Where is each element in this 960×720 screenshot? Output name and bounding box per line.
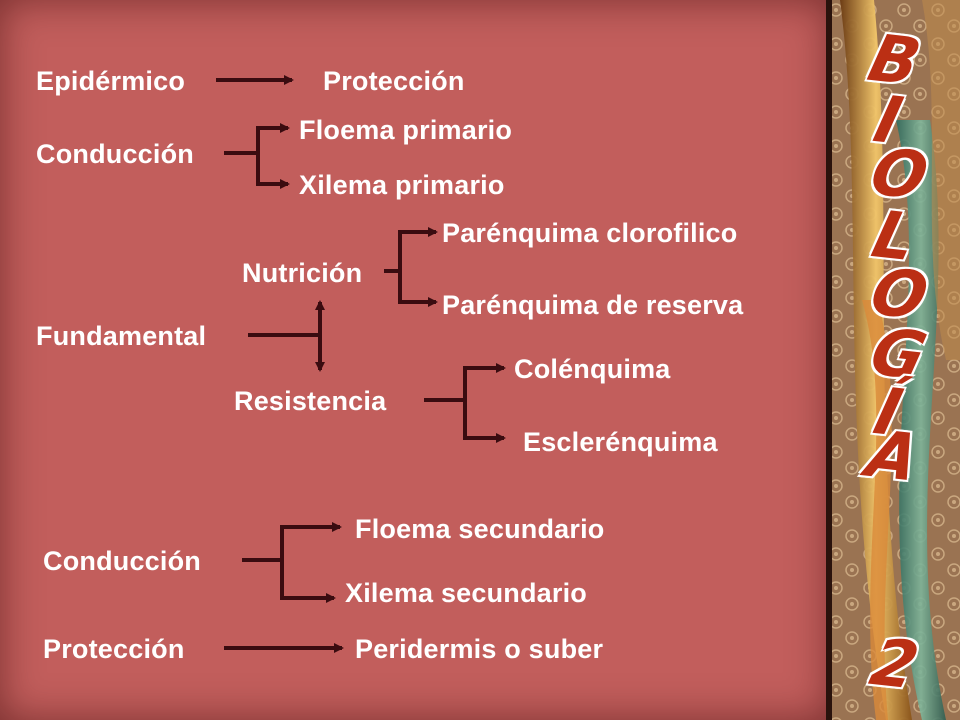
label-proteccion-1: Protección bbox=[323, 66, 465, 96]
label-conduccion-1: Conducción bbox=[36, 139, 194, 169]
label-resistencia: Resistencia bbox=[234, 386, 387, 416]
label-esclerenquima: Esclerénquima bbox=[523, 427, 718, 457]
bracket-nutricion bbox=[384, 232, 402, 302]
slide: Epidérmico Protección Conducción Floema … bbox=[0, 0, 830, 720]
bracket-conduccion-1 bbox=[224, 128, 260, 184]
label-epidermico: Epidérmico bbox=[36, 66, 186, 96]
label-xilema-secundario: Xilema secundario bbox=[345, 578, 587, 608]
biologia-banner: B I O L O G Í A 2 bbox=[826, 0, 960, 720]
label-conduccion-2: Conducción bbox=[43, 546, 201, 576]
label-peridermis: Peridermis o suber bbox=[355, 634, 604, 664]
label-parenquima-reserva: Parénquima de reserva bbox=[442, 290, 744, 320]
label-floema-secundario: Floema secundario bbox=[355, 514, 605, 544]
label-xilema-primario: Xilema primario bbox=[299, 170, 505, 200]
bracket-conduccion-2 bbox=[242, 527, 284, 598]
bracket-resistencia bbox=[424, 368, 467, 438]
label-proteccion-2: Protección bbox=[43, 634, 185, 664]
label-colenquima: Colénquima bbox=[514, 354, 671, 384]
label-fundamental: Fundamental bbox=[36, 321, 207, 351]
label-floema-primario: Floema primario bbox=[299, 115, 513, 145]
connector-lines bbox=[216, 75, 506, 653]
label-parenquima-clorofilico: Parénquima clorofilico bbox=[442, 218, 738, 248]
banner-decoration bbox=[826, 0, 960, 720]
label-nutricion: Nutrición bbox=[242, 258, 363, 288]
